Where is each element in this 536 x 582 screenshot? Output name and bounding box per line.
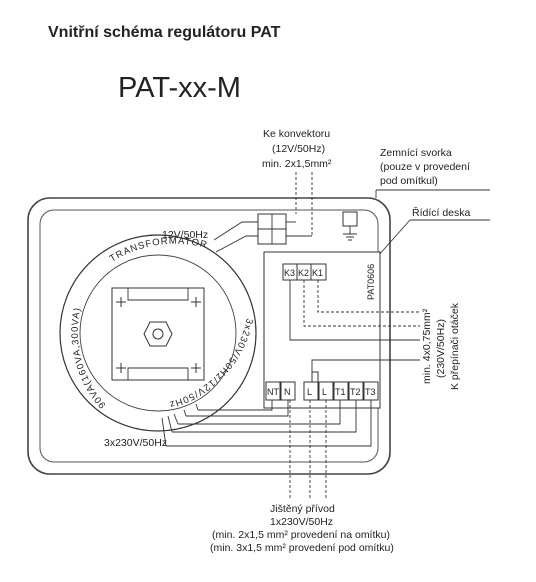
terminal-l2: L	[322, 387, 327, 397]
center-nut-icon	[143, 321, 173, 347]
convector-label-1: Ke konvektoru	[263, 128, 330, 140]
supply-label-3: (min. 2x1,5 mm² provedení na omítku)	[212, 529, 390, 541]
ground-terminal	[342, 211, 358, 227]
ground-icon	[343, 233, 357, 241]
convector-label-3: min. 2x1,5mm²	[262, 158, 332, 170]
speed-switch-label: K přepínači otáček	[449, 302, 461, 390]
pcb-code: PAT0606	[366, 264, 376, 300]
primary-voltage-label: 3x230V/50Hz	[104, 437, 167, 449]
speed-switch-voltage-label: (230V/50Hz)	[435, 319, 447, 378]
supply-label-1: Jištěný přívod	[270, 503, 335, 515]
model-title: PAT-xx-M	[118, 72, 241, 104]
supply-label-2: 1x230V/50Hz	[270, 516, 333, 528]
terminal-t1: T1	[335, 387, 346, 397]
svg-text:K2: K2	[298, 268, 309, 278]
ground-label-1: Zemnící svorka	[380, 147, 452, 159]
control-board-label: Řídící deska	[412, 206, 471, 219]
relay-k3: K3	[282, 263, 298, 281]
terminal-n: N	[284, 387, 291, 397]
terminal-strip: NT N L L T1 T2 T3	[265, 371, 379, 401]
terminal-nt: NT	[267, 387, 279, 397]
transformer-inner-ring	[79, 254, 237, 412]
ground-label-3: pod omítkul)	[380, 175, 438, 187]
relay-k1: K1	[310, 263, 327, 281]
ground-label-2: (pouze v provedení	[380, 161, 470, 173]
relay-k2: K2	[296, 263, 312, 281]
svg-text:K3: K3	[284, 268, 295, 278]
mounting-bolt-icons	[116, 297, 201, 373]
terminal-t3: T3	[365, 387, 376, 397]
supply-label-4: (min. 3x1,5 mm² provedení pod omítku)	[210, 542, 394, 554]
terminal-t2: T2	[350, 387, 361, 397]
speed-switch-cable-label: min. 4x0,75mm²	[421, 308, 433, 384]
terminal-l1: L	[307, 387, 312, 397]
svg-text:K1: K1	[312, 268, 323, 278]
convector-label-2: (12V/50Hz)	[272, 143, 325, 155]
page-heading: Vnitřní schéma regulátoru PAT	[48, 24, 281, 41]
secondary-voltage-label: 12V/50Hz	[162, 229, 208, 241]
transformer-core	[111, 287, 205, 381]
